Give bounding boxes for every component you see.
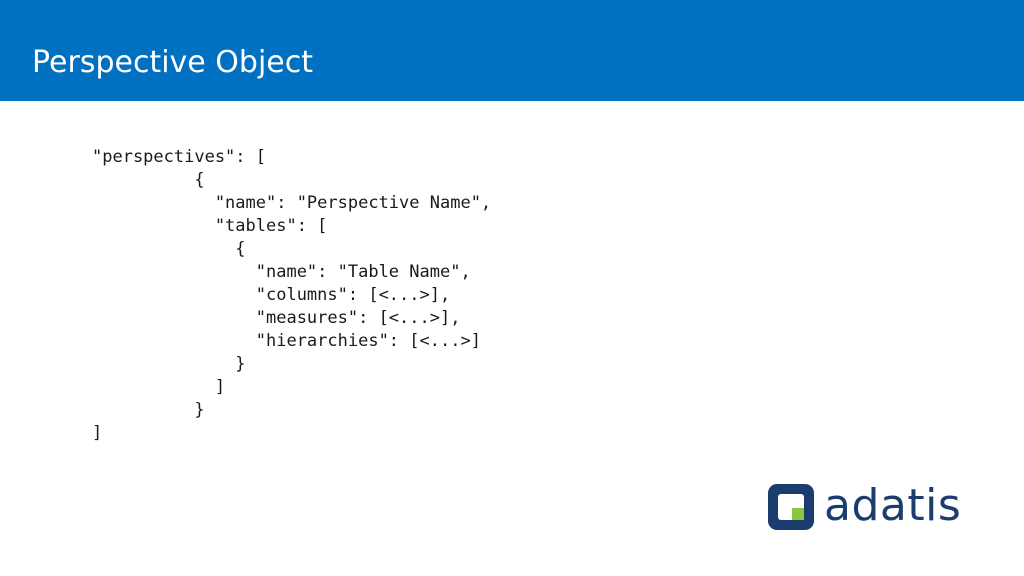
code-line: "tables": [ — [92, 216, 328, 236]
code-block: "perspectives": [ { "name": "Perspective… — [92, 146, 491, 445]
adatis-logo-icon — [768, 484, 814, 530]
slide-title: Perspective Object — [32, 45, 313, 80]
code-line: } — [92, 354, 246, 374]
code-line: "hierarchies": [<...>] — [92, 331, 481, 351]
code-line: "measures": [<...>], — [92, 308, 461, 328]
code-line: "columns": [<...>], — [92, 285, 451, 305]
adatis-logo: adatis — [768, 480, 961, 532]
logo-wordmark: adatis — [824, 480, 962, 531]
title-bar: Perspective Object — [0, 0, 1024, 101]
code-line: } — [92, 400, 205, 420]
code-line: { — [92, 170, 205, 190]
code-line: { — [92, 239, 246, 259]
code-line: "name": "Perspective Name", — [92, 193, 492, 213]
code-line: ] — [92, 377, 226, 397]
code-line: "perspectives": [ — [92, 147, 266, 167]
code-line: ] — [92, 423, 103, 443]
code-line: "name": "Table Name", — [92, 262, 471, 282]
